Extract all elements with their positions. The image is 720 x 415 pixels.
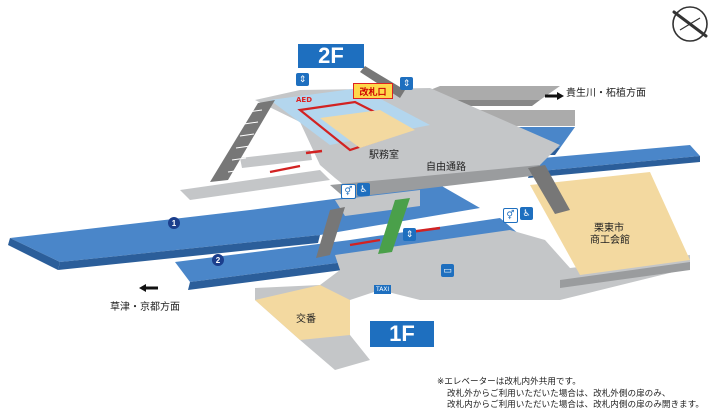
taxi-icon: TAXI [374,285,392,294]
elevator-note: ※エレベーターは改札内外共用です。 改札外からご利用いただいた場合は、改札外側の… [437,377,704,412]
elevator-icon: ⇕ [400,77,413,90]
track-2-platform-right [520,145,700,178]
commerce-hall-label-2: 商工会館 [590,235,630,246]
direction-arrows [139,92,564,292]
restroom-icon: ⚥ [341,184,356,199]
ticket-gate-label: 改札口 [353,83,393,99]
stairs [210,66,570,258]
restroom-icon: ⚥ [503,208,518,223]
note-line-3: 改札内からご利用いただいた場合は、改札内側の扉のみ開きます。 [447,400,704,410]
floor-1f-label: 1F [370,321,434,347]
wheelchair-icon: ♿ [520,207,533,220]
free-passage-label: 自由通路 [426,162,466,173]
direction-west-label: 草津・京都方面 [110,302,180,313]
compass-icon [672,6,708,42]
aed-icon: AED [296,96,313,104]
middle-grey-strip [180,150,330,200]
ground-floor [255,172,690,370]
track-2-platform [175,218,520,290]
bus-icon: ▭ [441,264,454,277]
wheelchair-icon: ♿ [357,183,370,196]
commerce-hall-label-1: 栗東市 [594,223,624,234]
direction-east-label: 貴生川・柘植方面 [566,88,646,99]
floor-2f-label: 2F [298,43,364,68]
note-line-1: ※エレベーターは改札内外共用です。 [437,377,581,387]
track-2-marker: 2 [212,254,224,266]
elevator-icon: ⇕ [403,228,416,241]
upper-concourse [255,88,560,216]
elevator-icon: ⇕ [296,73,309,86]
track-1-marker: 1 [168,217,180,229]
police-box-label: 交番 [296,314,316,325]
note-line-2: 改札外からご利用いただいた場合は、改札外側の扉のみ、 [447,388,671,399]
station-office-label: 駅務室 [369,150,399,161]
